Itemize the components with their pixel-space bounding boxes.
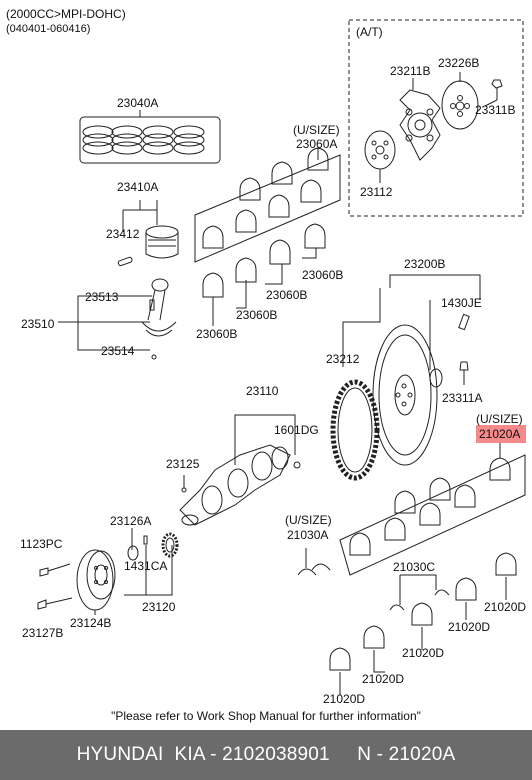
usize-label-2: (U/SIZE) — [476, 412, 523, 426]
part-23060B-4[interactable]: 23060B — [196, 327, 238, 341]
bearings-23060B — [202, 223, 326, 326]
engine-spec-label: (2000CC>MPI-DOHC) — [6, 7, 126, 21]
part-23127B[interactable]: 23127B — [22, 626, 64, 640]
part-21020D-1[interactable]: 21020D — [484, 600, 527, 614]
part-21020D-2[interactable]: 21020D — [448, 620, 491, 634]
bearings-upper-23060A — [194, 147, 341, 263]
part-21030C[interactable]: 21030C — [393, 560, 436, 574]
connecting-rod-icon — [58, 278, 177, 360]
drive-plate-bolt-icon — [484, 79, 503, 107]
drive-plate-icon — [399, 78, 441, 161]
part-21020D-4[interactable]: 21020D — [362, 672, 405, 686]
usize-label-3: (U/SIZE) — [285, 513, 332, 527]
part-21020D-3[interactable]: 21020D — [402, 646, 445, 660]
part-23311A[interactable]: 23311A — [442, 391, 483, 405]
bearings-lower-21020A — [339, 443, 526, 576]
part-23513[interactable]: 23513 — [85, 290, 119, 304]
part-23060B-2[interactable]: 23060B — [266, 288, 308, 302]
timing-sprocket-icon — [124, 528, 179, 596]
part-23040A[interactable]: 23040A — [117, 96, 159, 110]
footer-spacer — [330, 744, 357, 766]
crank-pulley-icon — [37, 549, 116, 615]
part-23060A[interactable]: 23060A — [296, 137, 338, 151]
flywheel-icon — [372, 274, 481, 466]
footer-brand-part-number: HYUNDAI KIA - 2102038901 — [76, 744, 330, 765]
part-23311B[interactable]: 23311B — [475, 103, 516, 117]
crankshaft-icon — [179, 414, 301, 526]
at-box-label: (A/T) — [356, 25, 383, 39]
part-23212[interactable]: 23212 — [326, 352, 360, 366]
part-21030A[interactable]: 21030A — [287, 528, 329, 542]
usize-label-1: (U/SIZE) — [293, 123, 340, 137]
part-23410A[interactable]: 23410A — [117, 180, 159, 194]
part-23120[interactable]: 23120 — [142, 600, 176, 614]
part-23510[interactable]: 23510 — [21, 317, 55, 331]
part-23060B-3[interactable]: 23060B — [236, 308, 278, 322]
part-23124B[interactable]: 23124B — [70, 616, 112, 630]
highlight-21020A — [476, 425, 526, 443]
date-range-label: (040401-060416) — [6, 23, 91, 35]
adapter-plate-icon — [441, 72, 479, 130]
part-23060B-1[interactable]: 23060B — [302, 268, 344, 282]
part-1430JE[interactable]: 1430JE — [441, 296, 482, 310]
part-1123PC[interactable]: 1123PC — [20, 537, 63, 551]
parts-diagram — [37, 19, 526, 695]
part-23412[interactable]: 23412 — [106, 227, 140, 241]
at-dashed-box — [348, 19, 524, 217]
piston-rings-icon — [79, 110, 221, 164]
part-21020D-5[interactable]: 21020D — [323, 692, 366, 706]
part-21020A[interactable]: 21020A — [479, 427, 521, 441]
ring-gear-icon — [330, 288, 381, 481]
part-23211B[interactable]: 23211B — [390, 64, 431, 78]
part-23125[interactable]: 23125 — [166, 457, 200, 471]
footer-part-code: N - 21020A — [357, 744, 456, 765]
part-23226B[interactable]: 23226B — [438, 56, 480, 70]
part-1601DG[interactable]: 1601DG — [274, 423, 319, 437]
bearings-21020D — [329, 552, 517, 695]
workshop-manual-note: "Please refer to Work Shop Manual for fu… — [111, 709, 421, 723]
part-1431CA[interactable]: 1431CA — [124, 559, 168, 573]
piston-icon — [117, 200, 179, 267]
part-23112[interactable]: 23112 — [360, 185, 393, 199]
footer-bar: HYUNDAI KIA - 2102038901 N - 21020A — [0, 730, 532, 780]
part-23110[interactable]: 23110 — [246, 384, 279, 398]
thrust-washers-icon — [297, 548, 331, 576]
part-23126A[interactable]: 23126A — [110, 514, 152, 528]
part-23514[interactable]: 23514 — [101, 344, 135, 358]
part-23200B[interactable]: 23200B — [404, 257, 446, 271]
spacer-plate-icon — [364, 130, 396, 183]
